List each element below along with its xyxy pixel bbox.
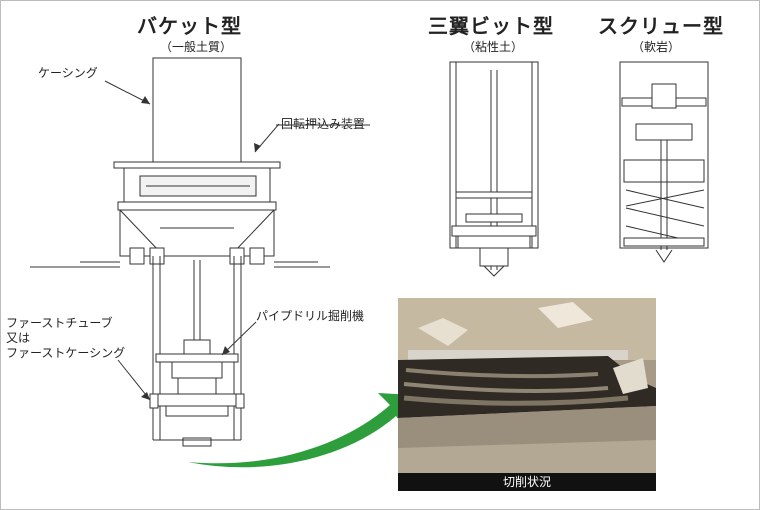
screw-type-title: スクリュー型 <box>598 14 724 38</box>
screw-type-drawing <box>619 61 709 263</box>
bucket-type-subtitle: （一般土質） <box>160 40 233 54</box>
big-green-arrow <box>188 393 412 468</box>
tri-wing-type-subtitle: （粘性土） <box>463 40 524 54</box>
tri-wing-type-title: 三翼ビット型 <box>428 14 554 38</box>
or-label: 又は <box>6 331 31 345</box>
bucket-type-drawing <box>30 57 330 447</box>
cutting-photo <box>398 298 656 490</box>
bucket-type-title: バケット型 <box>137 14 242 38</box>
first-casing-label: ファーストケーシング <box>6 346 126 360</box>
pipe-drill-label: パイプドリル掘削機 <box>256 309 365 323</box>
casing-label: ケーシング <box>38 66 98 80</box>
cutting-photo-image <box>398 298 656 490</box>
tri-wing-bit-drawing <box>449 61 539 277</box>
screw-type-subtitle: （軟岩） <box>632 40 681 54</box>
cutting-status-caption: 切削状況 <box>398 473 656 491</box>
rotary-press-device-label: 回転押込み装置 <box>281 117 366 131</box>
first-tube-label: ファーストチューブ <box>6 316 113 330</box>
